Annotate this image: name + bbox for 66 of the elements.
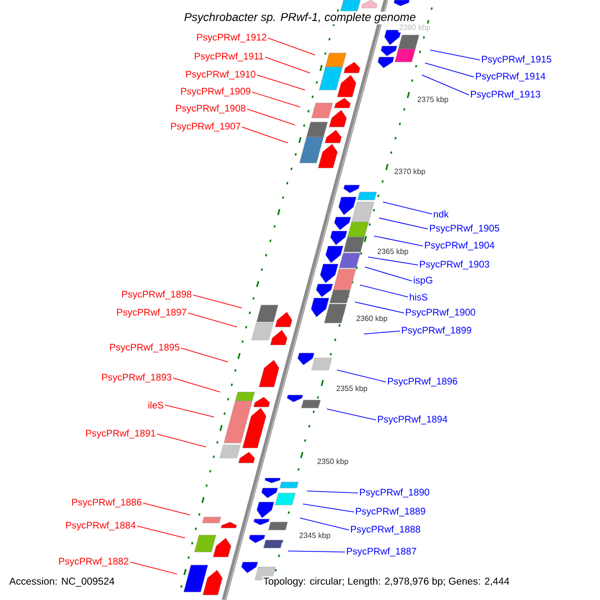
gene-label: PsycPRwf_1897 [117,308,186,318]
gene-label: PsycPRwf_1913 [471,90,540,100]
leader-line [172,378,220,392]
gene-label: PsycPRwf_1912 [197,34,266,42]
leader-line [364,266,412,282]
leader-line [142,502,190,516]
leader-line [288,550,346,552]
gene-label: ispG [414,276,432,286]
leader-line [302,504,354,512]
leader-line [354,302,404,314]
gene-label: PsycPRwf_1889 [356,508,426,516]
leader-line [336,370,386,382]
gene-label: PsycPRwf_1909 [181,88,250,96]
gene-label: PsycPRwf_1894 [378,416,448,424]
leader-line [360,284,408,298]
gene-label: PsycPRwf_1888 [351,526,420,534]
gene-label: PsycPRwf_1915 [482,56,552,64]
gene-label: PsycPRwf_1911 [194,52,264,62]
gene-label: hisS [410,294,428,301]
genome-info-text: Topology: circular; Length: 2,978,976 bp; Genes: 2,444 [262,576,510,588]
leader-line [374,236,424,246]
accession-text: Accession: NC_009524 [8,576,116,588]
leader-line [164,404,214,418]
leader-line [326,408,376,420]
leader-line [378,218,428,230]
gene-label: PsycPRwf_1895 [110,344,180,352]
gene-label: PsycPRwf_1900 [406,308,476,318]
leader-line [246,108,296,126]
gene-label: PsycPRwf_1884 [66,522,136,530]
leader-line [382,202,432,214]
gene-label: PsycPRwf_1887 [347,548,416,556]
leader-line [430,50,480,60]
leader-line [256,74,306,90]
gene-label: PsycPRwf_1907 [171,122,240,132]
gene-label: PsycPRwf_1910 [186,70,256,80]
gene-label: PsycPRwf_1905 [430,224,500,234]
gene-label: PsycPRwf_1899 [402,326,472,336]
gene-label: PsycPRwf_1896 [388,378,458,386]
leader-line [368,256,418,266]
leader-line [264,56,310,74]
leader-line [136,526,186,538]
leader-line [422,74,470,96]
leader-line [252,92,300,108]
leader-line [188,312,238,328]
leader-line [306,490,358,494]
gene-label: PsycPRwf_1886 [72,498,142,508]
gene-label: PsycPRwf_1882 [59,558,128,566]
gene-label: PsycPRwf_1914 [476,72,546,82]
gene-label: PsycPRwf_1890 [360,488,430,498]
gene-label: PsycPRwf_1893 [102,374,172,382]
leader-line [156,434,206,448]
gene-label: PsycPRwf_1898 [122,290,192,300]
leader-line [364,330,400,334]
leader-line [300,518,350,530]
gene-label: ileS [148,402,164,409]
gene-label: PsycPRwf_1891 [86,430,156,438]
leader-line [192,294,242,308]
gene-label: PsycPRwf_1904 [425,242,494,250]
gene-label: PsycPRwf_1908 [176,104,246,114]
leader-line [424,62,474,78]
leader-line [242,126,288,144]
leader-line [268,38,316,56]
leader-line [180,348,228,362]
gene-label: ndk [434,210,449,218]
gene-label: PsycPRwf_1903 [420,260,490,270]
leader-line [130,562,178,574]
